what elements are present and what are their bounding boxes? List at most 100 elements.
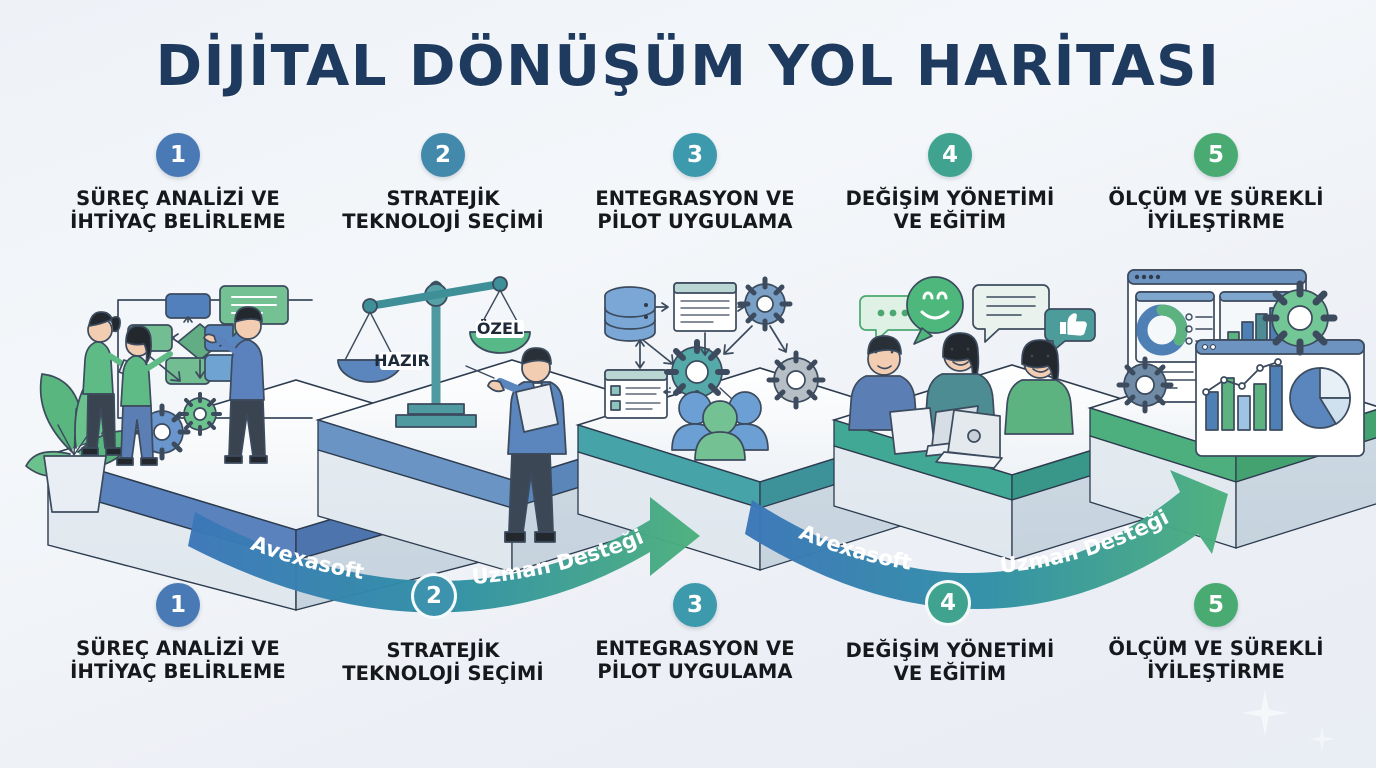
step-footer-5[interactable]: 5 ÖLÇÜM VE SÜREKLİ İYİLEŞTİRME [1090,583,1342,683]
steps-footer-row: 1 SÜREÇ ANALİZİ VE İHTİYAÇ BELİRLEME STR… [0,583,1376,713]
document-icon [889,407,936,455]
gear-icon [664,339,730,405]
step-label-5: ÖLÇÜM VE SÜREKLİ İYİLEŞTİRME [1090,187,1342,233]
database-icon [604,286,656,342]
step-header-2[interactable]: 2 STRATEJİK TEKNOLOJİ SEÇİMİ [318,133,568,233]
scale-label-right: ÖZEL [477,319,523,338]
step-number: 1 [169,142,186,168]
platform-block-3 [575,367,945,571]
platform-block-1 [45,379,548,611]
step-header-5[interactable]: 5 ÖLÇÜM VE SÜREKLİ İYİLEŞTİRME [1090,133,1342,233]
scene-measurement-dashboard [1116,269,1365,457]
connector-arrows [635,302,788,411]
arrow-label-left: Avexasoft [248,531,366,584]
person-figure [116,325,173,466]
scene-change-management [848,276,1096,469]
arrow-step-badge-4[interactable]: 4 [925,580,971,626]
step-footer-1[interactable]: 1 SÜREÇ ANALİZİ VE İHTİYAÇ BELİRLEME [32,583,324,683]
legend-rows [1185,313,1213,345]
step-number: 2 [434,142,451,168]
step-label-line1: STRATEJİK [386,187,500,210]
smiley-bubble-icon [906,276,964,345]
step-header-3[interactable]: 3 ENTEGRASYON VE PİLOT UYGULAMA [570,133,820,233]
step-number: 3 [686,142,703,168]
person-figure [203,306,268,464]
arrow-label-right: Uzman Desteği [999,505,1173,578]
step-badge-3: 3 [673,133,717,177]
step-number: 5 [1207,592,1224,618]
sparkle-icon [1309,726,1335,752]
step-badge-4: 4 [928,133,972,177]
step-footer-4[interactable]: DEĞİŞİM YÖNETİMİ VE EĞİTİM [828,583,1072,685]
user-group-icon [671,391,769,461]
flowchart-diagram [117,285,313,419]
gear-icon [737,276,793,332]
text-bubble-icon [972,284,1050,343]
step-label-2: STRATEJİK TEKNOLOJİ SEÇİMİ [318,639,568,685]
step-label-line1: DEĞİŞİM YÖNETİMİ [845,187,1055,210]
dashboard-window-main [1127,269,1307,403]
step-label-4: DEĞİŞİM YÖNETİMİ VE EĞİTİM [828,187,1072,233]
step-footer-3[interactable]: 3 ENTEGRASYON VE PİLOT UYGULAMA [570,583,820,683]
step-number: 4 [941,142,958,168]
person-figure [848,335,918,431]
step-label-3: ENTEGRASYON VE PİLOT UYGULAMA [570,187,820,233]
gear-icon [766,350,826,410]
document-window-icon [604,369,668,419]
platform-block-4 [831,364,1193,561]
step-label-1: SÜREÇ ANALİZİ VE İHTİYAÇ BELİRLEME [32,187,324,233]
step-label-1: SÜREÇ ANALİZİ VE İHTİYAÇ BELİRLEME [32,637,324,683]
arrow-step-badge-2[interactable]: 2 [411,573,457,619]
laptop-icon [925,405,985,457]
step-label-line2: VE EĞİTİM [893,662,1007,685]
step-label-line2: İYİLEŞTİRME [1147,210,1285,233]
step-badge-1: 1 [156,583,200,627]
step-number: 1 [169,592,186,618]
step-badge-5: 5 [1194,583,1238,627]
step-label-line1: ÖLÇÜM VE SÜREKLİ [1108,187,1324,210]
step-label-line1: ENTEGRASYON VE [595,187,795,210]
platform-block-2 [315,359,709,573]
laptop-icon [935,409,1003,469]
step-label-line2: TEKNOLOJİ SEÇİMİ [342,662,544,685]
step-badge-3: 3 [673,583,717,627]
step-label-line2: İHTİYAÇ BELİRLEME [70,660,286,683]
plant-icon [25,367,137,513]
person-figure [1004,339,1074,435]
person-figure [924,332,996,431]
step-label-4: DEĞİŞİM YÖNETİMİ VE EĞİTİM [828,639,1072,685]
step-label-line1: SÜREÇ ANALİZİ VE [76,187,280,210]
step-label-line2: TEKNOLOJİ SEÇİMİ [342,210,544,233]
gear-icon [133,403,191,461]
step-badge-2: 2 [421,133,465,177]
step-label-line1: DEĞİŞİM YÖNETİMİ [845,639,1055,662]
scene-integration-pilot [604,276,826,461]
step-label-5: ÖLÇÜM VE SÜREKLİ İYİLEŞTİRME [1090,637,1342,683]
step-label-line2: İHTİYAÇ BELİRLEME [70,210,286,233]
step-footer-2[interactable]: STRATEJİK TEKNOLOJİ SEÇİMİ [318,583,568,685]
step-label-line2: PİLOT UYGULAMA [597,210,793,233]
gear-icon [178,392,222,436]
step-number: 5 [1207,142,1224,168]
step-label-line1: STRATEJİK [386,639,500,662]
step-label-line1: ENTEGRASYON VE [595,637,795,660]
scene-technology-selection: HAZIR ÖZEL [337,276,567,543]
step-number: 3 [686,592,703,618]
thumbs-up-bubble-icon [1044,308,1096,352]
step-header-1[interactable]: 1 SÜREÇ ANALİZİ VE İHTİYAÇ BELİRLEME [32,133,324,233]
step-label-line1: ÖLÇÜM VE SÜREKLİ [1108,637,1324,660]
step-badge-1: 1 [156,133,200,177]
step-header-4[interactable]: 4 DEĞİŞİM YÖNETİMİ VE EĞİTİM [828,133,1072,233]
document-window-icon [673,282,737,332]
person-figure [465,347,567,543]
step-label-line2: İYİLEŞTİRME [1147,660,1285,683]
step-number: 4 [939,590,956,616]
step-label-2: STRATEJİK TEKNOLOJİ SEÇİMİ [318,187,568,233]
platform-block-5 [1087,361,1376,549]
step-label-line1: SÜREÇ ANALİZİ VE [76,637,280,660]
step-number: 2 [425,583,442,609]
steps-header-row: 1 SÜREÇ ANALİZİ VE İHTİYAÇ BELİRLEME 2 S… [0,133,1376,258]
speech-bubble-icon [859,295,925,342]
step-label-line2: PİLOT UYGULAMA [597,660,793,683]
